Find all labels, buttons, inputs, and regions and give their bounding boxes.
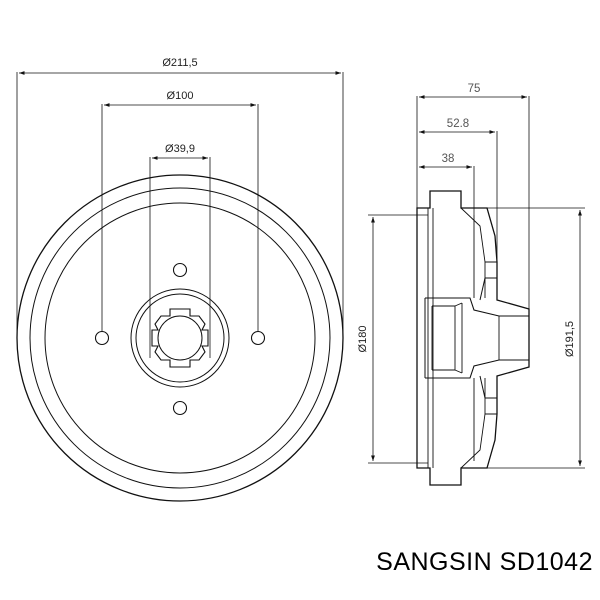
outer-drum-diameter-label: Ø191,5	[564, 321, 576, 357]
drum-rim-circle	[29, 187, 331, 489]
hub-outer-circle	[130, 288, 230, 388]
drum-inner-circle	[44, 202, 316, 474]
drum-inner-curve-bottom	[460, 378, 486, 469]
splined-bore	[151, 308, 209, 368]
center-bore-label: Ø39,9	[165, 143, 195, 155]
hub-bore-section	[425, 297, 529, 379]
front-view: Ø211,5 Ø100 Ø39,9	[16, 57, 344, 502]
side-view: 75 52.8 38 Ø180 Ø191,5	[357, 83, 585, 486]
bolt-circle-label: Ø100	[167, 90, 194, 102]
product-caption: SANGSIN SD1042	[318, 548, 593, 577]
flange-notch-bottom	[479, 375, 497, 415]
part-number: SD1042	[499, 548, 593, 576]
drum-section-outline	[416, 190, 530, 486]
drum-inner-curve-top	[460, 207, 486, 298]
bolt-hole-bottom	[172, 400, 188, 416]
hub-inner-circle	[135, 293, 225, 383]
flange-notch-top	[479, 261, 497, 301]
mid-width-label: 52.8	[447, 118, 469, 130]
brand-name: SANGSIN	[376, 548, 493, 576]
overall-width-label: 75	[468, 83, 481, 95]
drum-outer-circle	[16, 174, 344, 502]
bolt-hole-top	[172, 262, 188, 278]
bolt-hole-left	[94, 330, 110, 346]
bolt-hole-right	[250, 330, 266, 346]
hub-bore-taper	[432, 302, 463, 374]
drum-diameter-label: Ø180	[357, 326, 369, 353]
outer-diameter-label: Ø211,5	[162, 57, 197, 69]
bore-circle	[157, 315, 203, 361]
inner-width-label: 38	[442, 153, 455, 165]
